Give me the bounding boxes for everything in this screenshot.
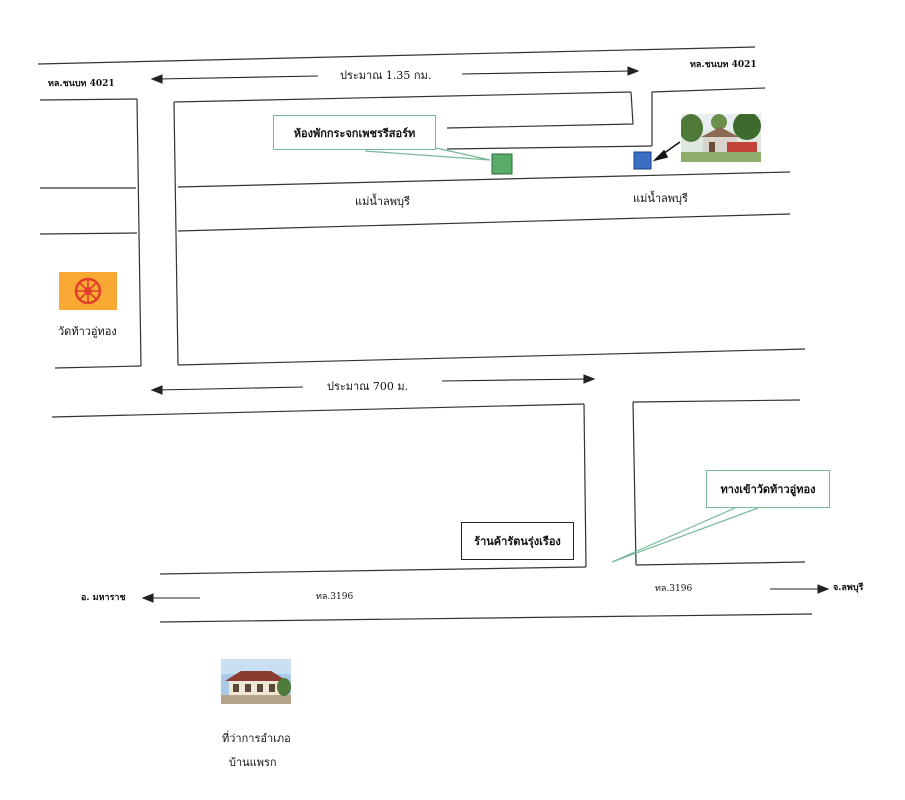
river-lower-edge	[177, 213, 791, 232]
lower-left-block-top	[51, 403, 585, 418]
district-office-label-line2: บ้านแพรก	[229, 756, 277, 769]
distance-arrow-mid-right	[441, 378, 589, 382]
road-top-upper-edge	[37, 46, 756, 65]
photo-pointer-arrow	[652, 141, 681, 162]
resort-marker	[491, 153, 513, 175]
distance-arrow-mid-left	[157, 386, 304, 391]
resort-callout-pointer	[364, 147, 491, 161]
distance-arrow-top-right	[461, 70, 633, 75]
resort-photo	[681, 114, 761, 162]
main-block-bottom	[177, 348, 806, 366]
district-office-photo	[221, 659, 291, 704]
resort-callout: ห้องพักกระจกเพชรรีสอร์ท	[273, 115, 436, 150]
road-left-bottom	[54, 365, 142, 369]
resort-access-lower	[446, 145, 653, 150]
temple-icon-box	[59, 272, 117, 310]
main-block-top	[173, 91, 632, 103]
highway-lower-edge	[159, 613, 813, 623]
main-block-left	[173, 102, 179, 366]
lower-right-block-left	[632, 401, 637, 566]
river-label-left: แม่น้ำลพบุรี	[355, 195, 410, 208]
resort-access-right	[651, 87, 766, 146]
road-label-top-right: ทล.ชนบท 4021	[690, 60, 757, 70]
destination-east-label: จ.ลพบุรี	[833, 583, 864, 593]
temple-entrance-callout: ทางเข้าวัดท้าวอู่ทอง	[706, 470, 830, 508]
river-upper-edge	[177, 171, 791, 188]
district-office-label-line1: ที่ว่าการอำเภอ	[222, 732, 291, 745]
distance-arrow-top-left	[157, 75, 319, 80]
road-label-top-left: ทล.ชนบท 4021	[48, 79, 115, 89]
road-left-vertical-inner	[136, 98, 142, 367]
road-left-upper-edge	[39, 98, 138, 101]
distance-label-top: ประมาณ 1.35 กม.	[340, 69, 432, 82]
lower-right-block-top	[632, 399, 801, 403]
highway-label-left: ทล.3196	[316, 592, 354, 602]
river-label-right: แม่น้ำลพบุรี	[633, 192, 688, 205]
lower-left-block-bottom	[159, 566, 587, 575]
distance-label-middle: ประมาณ 700 ม.	[327, 380, 409, 393]
dharma-wheel-icon	[74, 277, 102, 305]
destination-west-label: อ. มหาราช	[81, 593, 126, 603]
shop-label-box: ร้านค้ารัตนรุ่งเรือง	[461, 522, 574, 560]
temple-block-bottom	[39, 232, 138, 235]
resort-access-road	[446, 91, 634, 129]
lower-left-block-right	[583, 403, 587, 568]
entrance-callout-pointer	[611, 507, 759, 563]
highway-label-right: ทล.3196	[655, 584, 693, 594]
lower-right-block-bottom	[635, 561, 806, 566]
temple-label: วัดท้าวอู่ทอง	[58, 325, 117, 338]
destination-marker	[633, 151, 652, 170]
